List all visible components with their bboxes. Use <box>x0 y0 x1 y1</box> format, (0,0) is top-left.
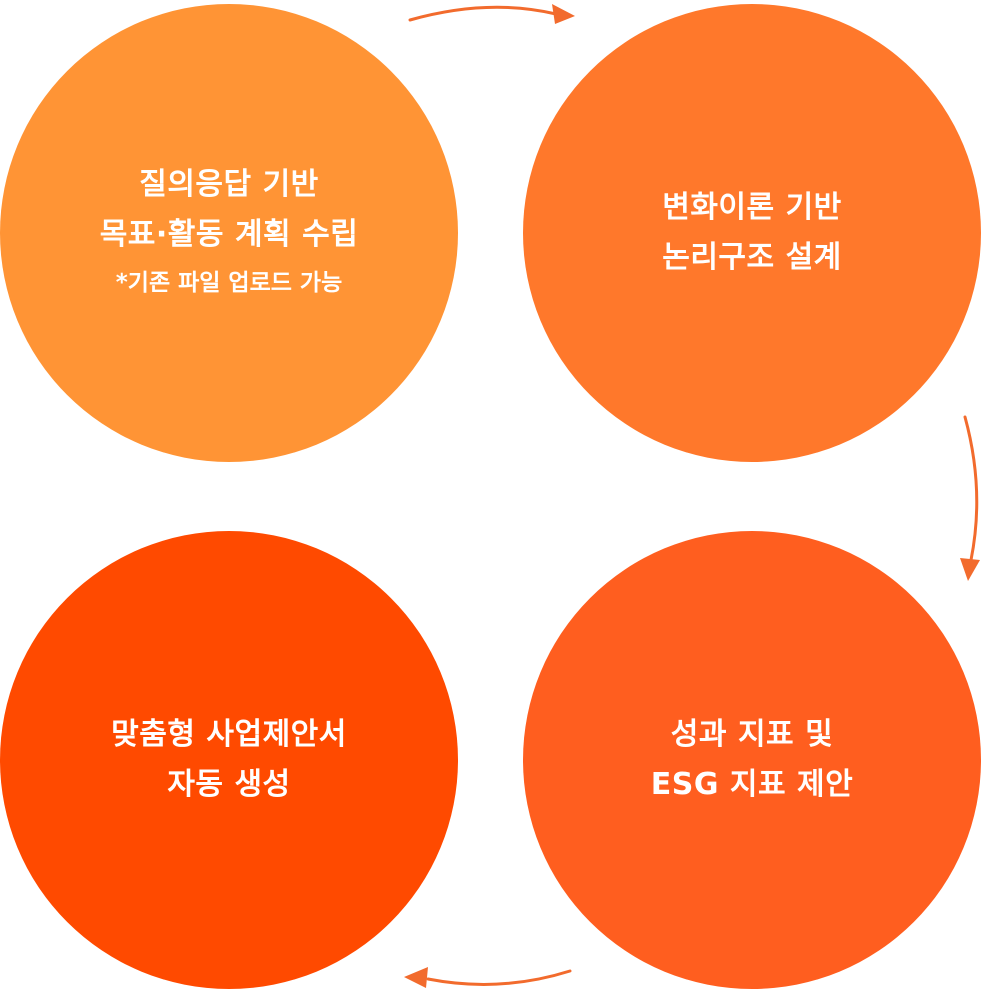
step-4-line-1: 맞춤형 사업제안서 <box>111 717 347 752</box>
step-3-circle: 성과 지표 및 ESG 지표 제안 <box>523 531 981 989</box>
step-1-circle: 질의응답 기반 목표·활동 계획 수립 *기존 파일 업로드 가능 <box>0 4 458 462</box>
step-3-line-2: ESG 지표 제안 <box>650 767 854 802</box>
step-4-line-2: 자동 생성 <box>167 767 291 802</box>
arrow-down-icon <box>960 415 980 581</box>
arrow-right-icon <box>408 4 575 24</box>
step-1-line-1: 질의응답 기반 <box>139 167 319 202</box>
step-2-circle: 변화이론 기반 논리구조 설계 <box>523 4 981 462</box>
arrow-left-icon <box>404 967 572 988</box>
step-2-line-1: 변화이론 기반 <box>662 190 842 225</box>
step-1-line-2: 목표·활동 계획 수립 <box>99 217 359 252</box>
step-1-note: *기존 파일 업로드 가능 <box>115 270 343 296</box>
step-2-line-2: 논리구조 설계 <box>662 240 842 275</box>
step-4-circle: 맞춤형 사업제안서 자동 생성 <box>0 531 458 989</box>
step-3-line-1: 성과 지표 및 <box>670 717 834 752</box>
